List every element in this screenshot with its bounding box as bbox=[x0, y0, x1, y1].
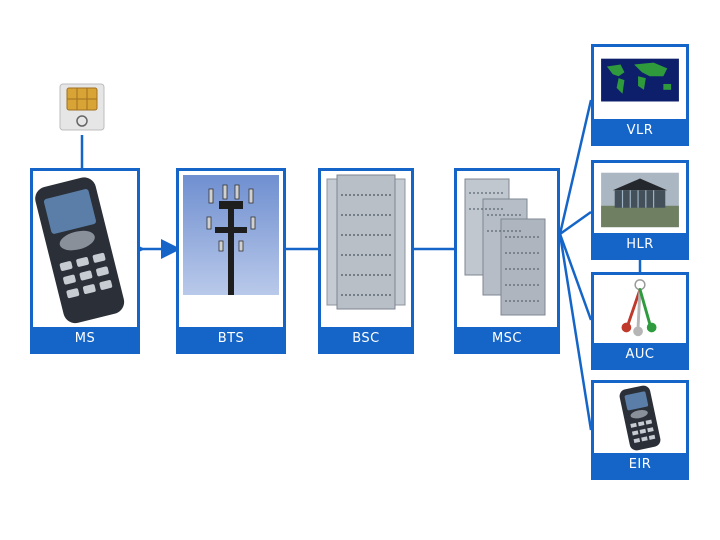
server-rack-icon bbox=[321, 171, 411, 327]
sim-card-icon bbox=[58, 82, 106, 132]
mobile-phone-icon bbox=[33, 171, 137, 327]
node-label-ms: MS bbox=[33, 327, 137, 351]
node-bsc: BSC bbox=[318, 168, 414, 354]
node-msc: MSC bbox=[454, 168, 560, 354]
node-vlr: VLR bbox=[591, 44, 689, 146]
node-label-hlr: HLR bbox=[594, 233, 686, 257]
keys-icon bbox=[594, 275, 686, 343]
msc-vlr-line bbox=[558, 99, 593, 235]
node-label-eir: EIR bbox=[594, 453, 686, 477]
world-map-icon bbox=[594, 47, 686, 119]
cell-tower-icon bbox=[179, 171, 283, 327]
msc-eir-line bbox=[558, 233, 593, 431]
building-icon bbox=[594, 163, 686, 233]
node-bts: BTS bbox=[176, 168, 286, 354]
node-auc: AUC bbox=[591, 272, 689, 370]
node-eir: EIR bbox=[591, 380, 689, 480]
node-label-bts: BTS bbox=[179, 327, 283, 351]
node-hlr: HLR bbox=[591, 160, 689, 260]
node-label-msc: MSC bbox=[457, 327, 557, 351]
node-label-vlr: VLR bbox=[594, 119, 686, 143]
node-label-bsc: BSC bbox=[321, 327, 411, 351]
msc-auc-line bbox=[558, 233, 593, 321]
node-label-auc: AUC bbox=[594, 343, 686, 367]
server-rack-icon bbox=[457, 171, 557, 327]
mobile-phone-icon bbox=[594, 383, 686, 453]
node-ms: MS bbox=[30, 168, 140, 354]
msc-hlr-line bbox=[559, 210, 592, 236]
